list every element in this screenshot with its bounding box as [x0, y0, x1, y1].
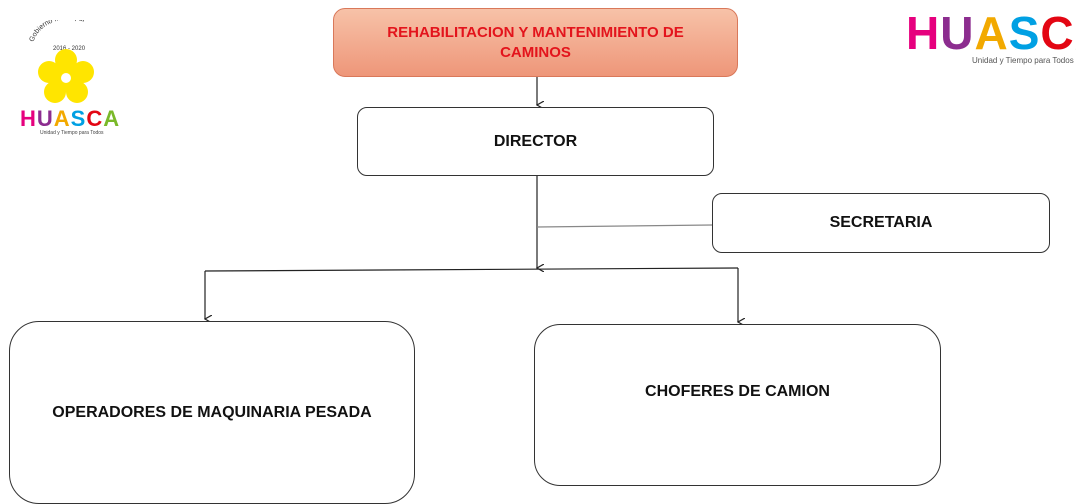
choferes-node: CHOFERES DE CAMION — [534, 324, 941, 486]
right-brand-text: HUASCA — [906, 7, 1076, 59]
operadores-label: OPERADORES DE MAQUINARIA PESADA — [52, 403, 372, 421]
municipal-logo: Gobierno Municipal 2016 - 2020 HUASCA Un… — [14, 20, 124, 140]
right-tagline: Unidad y Tiempo para Todos — [972, 56, 1074, 65]
title-text: REHABILITACION Y MANTENIMIENTO DE CAMINO… — [387, 23, 684, 61]
left-brand-text: HUASCA — [20, 106, 121, 131]
flower-icon: Gobierno Municipal 2016 - 2020 — [29, 20, 94, 103]
secretaria-label: SECRETARIA — [829, 214, 933, 231]
connector-secretaria — [536, 224, 713, 228]
left-tagline: Unidad y Tiempo para Todos — [40, 130, 104, 136]
huasca-brand-logo: HUASCA Unidad y Tiempo para Todos — [904, 6, 1076, 66]
svg-text:Gobierno Municipal: Gobierno Municipal — [29, 20, 86, 43]
choferes-label: CHOFERES DE CAMION — [645, 383, 830, 400]
title-node: REHABILITACION Y MANTENIMIENTO DE CAMINO… — [333, 8, 738, 77]
director-node: DIRECTOR — [357, 107, 714, 176]
operadores-node: OPERADORES DE MAQUINARIA PESADA — [9, 321, 415, 504]
secretaria-node: SECRETARIA — [712, 193, 1050, 253]
arc-text: Gobierno Municipal — [29, 20, 86, 43]
director-label: DIRECTOR — [493, 132, 578, 150]
years-text: 2016 - 2020 — [53, 46, 86, 52]
connector-branch-horizontal — [204, 267, 739, 272]
